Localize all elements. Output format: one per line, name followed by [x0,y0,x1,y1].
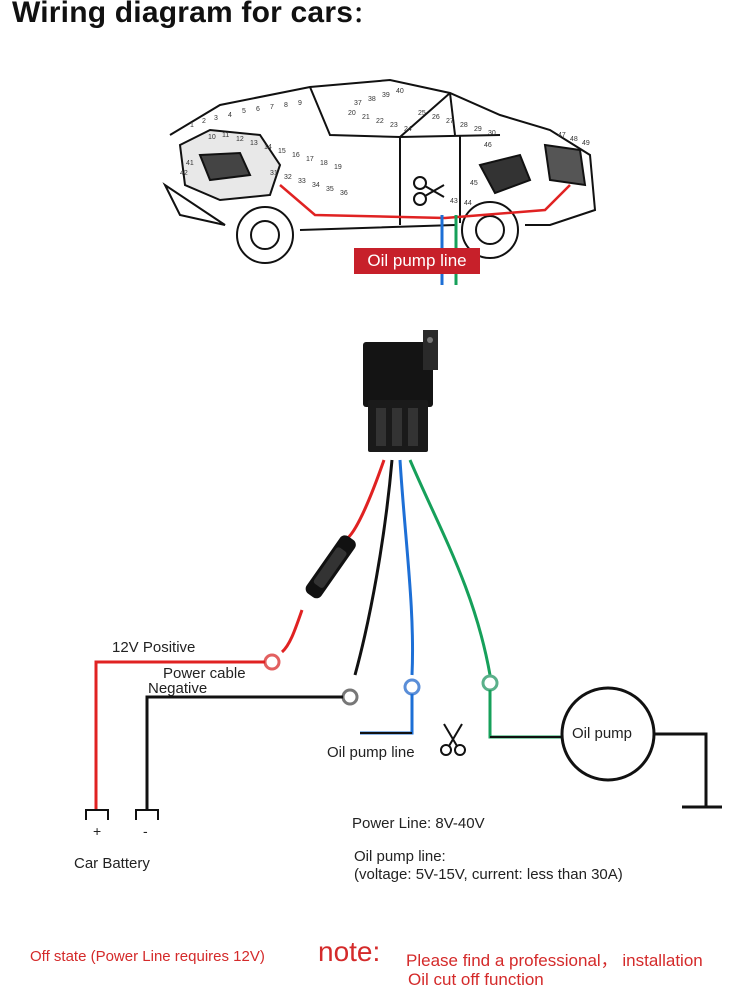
car-callout-45: 45 [470,180,478,187]
negative-label: Negative [148,680,208,697]
car-callout-38: 38 [368,96,376,103]
car-callout-9: 9 [298,100,302,107]
battery-positive-post [85,809,109,820]
car-callout-13: 13 [250,140,258,147]
oil-pump-ground-line [654,732,708,807]
car-callout-49: 49 [582,140,590,147]
relay-module [363,330,438,452]
car-callout-29: 29 [474,126,482,133]
car-callout-5: 5 [242,108,246,115]
car-callout-6: 6 [256,106,260,113]
positive-label: 12V Positive [112,639,196,656]
power-cable-label: Power cable [163,665,246,682]
car-callout-33: 33 [298,178,306,185]
battery-negative-post [135,809,159,820]
car-callout-14: 14 [264,144,272,151]
car-callout-43: 43 [450,198,458,205]
car-callout-31: 31 [270,170,278,177]
car-harness-red [279,184,571,220]
car-callout-28: 28 [460,122,468,129]
wiring-schematic [85,330,722,820]
oil-pump-detail-spec: (voltage: 5V-15V, current: less than 30A… [354,866,623,883]
car-callout-46: 46 [484,142,492,149]
oil-line-green-stub [488,690,570,739]
car-callout-34: 34 [312,182,320,189]
oil-pump-line-tag: Oil pump line [354,248,480,274]
car-callout-20: 20 [348,110,356,117]
car-callout-10: 10 [208,134,216,141]
car-callout-35: 35 [326,186,334,193]
car-callout-32: 32 [284,174,292,181]
note-heading: note: [318,936,381,967]
car-callout-48: 48 [570,136,578,143]
blue-wire [398,459,415,676]
car-callout-27: 27 [446,118,454,125]
scissors-icon [413,176,445,206]
oil-pump-line-label: Oil pump line [327,744,415,761]
car-callout-25: 25 [418,110,426,117]
car-callout-39: 39 [382,92,390,99]
black-wire [353,459,394,676]
car-callout-16: 16 [292,152,300,159]
car-callout-44: 44 [464,200,472,207]
oil-line-blue-stub [360,694,414,735]
car-callout-18: 18 [320,160,328,167]
car-callout-2: 2 [202,118,206,125]
positive-line [94,660,265,810]
positive-terminal-ring [263,653,281,671]
page-title: Wiring diagram for cars： [12,0,376,29]
red-wire-lower [280,609,304,654]
car-callout-40: 40 [396,88,404,95]
oil-pump-label: Oil pump [572,725,633,742]
fuse-holder [305,535,356,599]
car-callout-4: 4 [228,112,232,119]
oil-pump-line-spec: Oil pump line: [354,848,446,865]
scissors-icon-2 [440,723,466,756]
note-line-2: Oil cut off function [408,970,544,989]
car-callout-8: 8 [284,102,288,109]
off-state-note: Off state (Power Line requires 12V) [30,948,265,965]
battery-label: Car Battery [74,855,150,872]
note-line-1: Please find a professional， installation [406,951,703,970]
blue-terminal-ring [403,678,421,696]
power-line-spec: Power Line: 8V-40V [352,815,485,832]
car-callout-3: 3 [214,115,218,122]
car-callout-7: 7 [270,104,274,111]
car-callout-19: 19 [334,164,342,171]
car-callout-37: 37 [354,100,362,107]
negative-terminal-ring [341,688,359,706]
green-wire [408,459,492,676]
car-callout-42: 42 [180,170,188,177]
car-callout-12: 12 [236,136,244,143]
car-callout-23: 23 [390,122,398,129]
battery-minus: - [143,823,148,839]
car-callout-17: 17 [306,156,314,163]
car-callout-30: 30 [488,130,496,137]
green-terminal-ring [481,674,499,692]
car-callout-22: 22 [376,118,384,125]
car-callout-41: 41 [186,160,194,167]
car-callout-11: 11 [222,132,229,139]
car-callout-24: 24 [404,126,412,133]
car-callout-26: 26 [432,114,440,121]
red-wire [344,459,386,542]
car-callout-21: 21 [362,114,370,121]
car-callout-15: 15 [278,148,286,155]
car-callout-1: 1 [190,122,194,129]
negative-line [145,695,343,810]
battery-plus: + [93,823,102,839]
car-callout-47: 47 [558,132,566,139]
car-callout-36: 36 [340,190,348,197]
